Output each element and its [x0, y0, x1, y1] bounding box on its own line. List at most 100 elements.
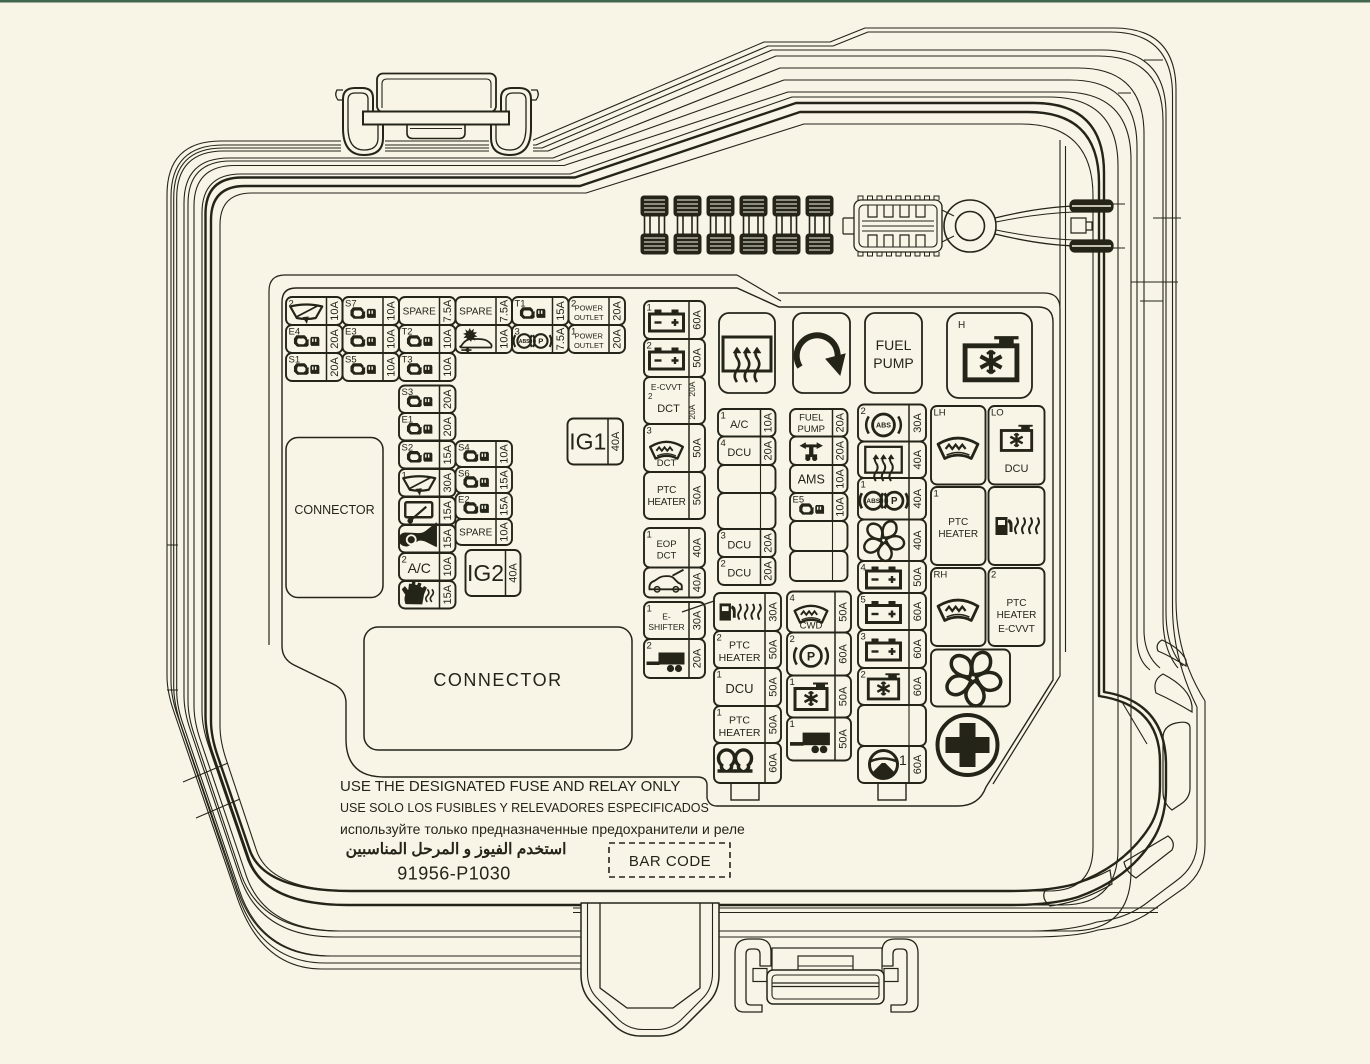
- svg-text:60A: 60A: [838, 644, 850, 664]
- svg-text:50A: 50A: [838, 729, 850, 749]
- svg-text:50A: 50A: [692, 348, 704, 368]
- svg-text:T1: T1: [515, 299, 526, 310]
- svg-text:20A: 20A: [687, 404, 697, 419]
- svg-text:60A: 60A: [768, 753, 780, 773]
- svg-text:15A: 15A: [442, 500, 454, 520]
- svg-text:10A: 10A: [835, 497, 847, 517]
- svg-text:AMS: AMS: [798, 472, 825, 486]
- svg-text:DCU: DCU: [725, 681, 753, 696]
- svg-text:CONNECTOR: CONNECTOR: [433, 670, 562, 690]
- svg-text:OUTLET: OUTLET: [574, 313, 604, 322]
- svg-text:60A: 60A: [912, 639, 924, 659]
- svg-text:T3: T3: [402, 355, 413, 366]
- svg-text:60A: 60A: [912, 676, 924, 696]
- svg-text:91956-P1030: 91956-P1030: [397, 864, 511, 884]
- svg-text:USE THE DESIGNATED FUSE AND RE: USE THE DESIGNATED FUSE AND RELAY ONLY: [340, 778, 680, 795]
- svg-text:4: 4: [790, 593, 795, 604]
- svg-text:DCU: DCU: [727, 539, 751, 551]
- svg-text:DCU: DCU: [727, 567, 751, 579]
- svg-text:10A: 10A: [386, 357, 398, 377]
- svg-text:20A: 20A: [763, 533, 775, 553]
- svg-text:1: 1: [861, 480, 866, 491]
- svg-text:استخدم الفيوز و المرحل المناسب: استخدم الفيوز و المرحل المناسبين: [346, 841, 567, 859]
- svg-text:15A: 15A: [555, 301, 567, 321]
- svg-text:3: 3: [721, 531, 726, 542]
- svg-text:PUMP: PUMP: [798, 424, 825, 435]
- svg-text:E4: E4: [289, 327, 301, 338]
- svg-text:20A: 20A: [763, 440, 775, 460]
- svg-text:HEATER: HEATER: [647, 497, 685, 508]
- svg-text:S7: S7: [345, 299, 357, 310]
- svg-text:50A: 50A: [912, 567, 924, 587]
- svg-text:2: 2: [647, 641, 652, 652]
- svg-text:10A: 10A: [386, 301, 398, 321]
- svg-text:используйте только предназначе: используйте только предназначенные предо…: [340, 821, 745, 837]
- svg-text:20A: 20A: [329, 329, 341, 349]
- svg-text:20A: 20A: [442, 389, 454, 409]
- svg-text:15A: 15A: [442, 584, 454, 604]
- svg-text:DCT: DCT: [657, 458, 677, 469]
- svg-text:LH: LH: [934, 408, 946, 419]
- svg-text:40A: 40A: [508, 563, 520, 583]
- svg-text:2: 2: [721, 559, 726, 570]
- svg-text:20A: 20A: [687, 381, 697, 396]
- svg-text:20A: 20A: [835, 440, 847, 460]
- svg-text:2: 2: [790, 634, 795, 645]
- svg-text:1: 1: [899, 752, 907, 768]
- svg-text:20A: 20A: [835, 412, 847, 432]
- svg-text:15A: 15A: [499, 470, 511, 490]
- svg-text:PTC: PTC: [729, 714, 750, 726]
- svg-text:10A: 10A: [499, 444, 511, 464]
- svg-text:DCU: DCU: [727, 447, 751, 459]
- svg-text:PUMP: PUMP: [873, 355, 913, 371]
- svg-text:20A: 20A: [763, 561, 775, 581]
- svg-text:1: 1: [717, 708, 722, 719]
- svg-text:20A: 20A: [612, 329, 624, 349]
- svg-text:15A: 15A: [442, 528, 454, 548]
- svg-text:2: 2: [648, 392, 653, 401]
- svg-text:P: P: [891, 496, 898, 507]
- svg-text:15A: 15A: [442, 444, 454, 464]
- svg-text:S3: S3: [402, 387, 414, 398]
- svg-text:ABS: ABS: [519, 339, 530, 345]
- svg-text:5: 5: [861, 595, 866, 606]
- svg-text:RH: RH: [934, 570, 948, 581]
- svg-text:E1: E1: [402, 415, 414, 426]
- svg-text:1: 1: [647, 303, 652, 314]
- svg-text:2: 2: [717, 633, 722, 644]
- svg-text:SPARE: SPARE: [459, 307, 492, 318]
- svg-text:1: 1: [402, 471, 407, 482]
- svg-text:50A: 50A: [768, 714, 780, 734]
- svg-text:3: 3: [861, 632, 866, 643]
- svg-text:P: P: [807, 649, 815, 663]
- svg-text:E5: E5: [793, 495, 805, 506]
- svg-text:2: 2: [861, 670, 866, 681]
- svg-text:30A: 30A: [692, 610, 704, 630]
- svg-text:2: 2: [402, 555, 407, 566]
- svg-text:20A: 20A: [692, 648, 704, 668]
- svg-text:7.5A: 7.5A: [442, 299, 454, 322]
- svg-text:DCT: DCT: [657, 550, 677, 561]
- svg-text:60A: 60A: [912, 601, 924, 621]
- svg-text:40A: 40A: [692, 572, 704, 592]
- svg-text:60A: 60A: [912, 754, 924, 774]
- svg-text:E-CVVT: E-CVVT: [998, 624, 1035, 635]
- svg-text:FUEL: FUEL: [799, 412, 823, 423]
- svg-text:40A: 40A: [692, 537, 704, 557]
- svg-text:40A: 40A: [912, 530, 924, 550]
- svg-text:30A: 30A: [768, 602, 780, 622]
- svg-text:10A: 10A: [763, 412, 775, 432]
- svg-text:1: 1: [790, 677, 795, 688]
- svg-text:20A: 20A: [612, 301, 624, 321]
- svg-text:IG2: IG2: [467, 560, 504, 586]
- svg-text:40A: 40A: [912, 488, 924, 508]
- svg-text:40A: 40A: [610, 431, 622, 451]
- svg-text:ABS: ABS: [876, 422, 891, 430]
- svg-text:DCT: DCT: [657, 403, 680, 415]
- svg-text:S6: S6: [458, 469, 470, 480]
- svg-text:50A: 50A: [692, 485, 704, 505]
- svg-text:20A: 20A: [442, 416, 454, 436]
- svg-text:H: H: [958, 320, 965, 331]
- svg-text:IG1: IG1: [569, 429, 606, 455]
- svg-text:DCU: DCU: [1005, 463, 1029, 475]
